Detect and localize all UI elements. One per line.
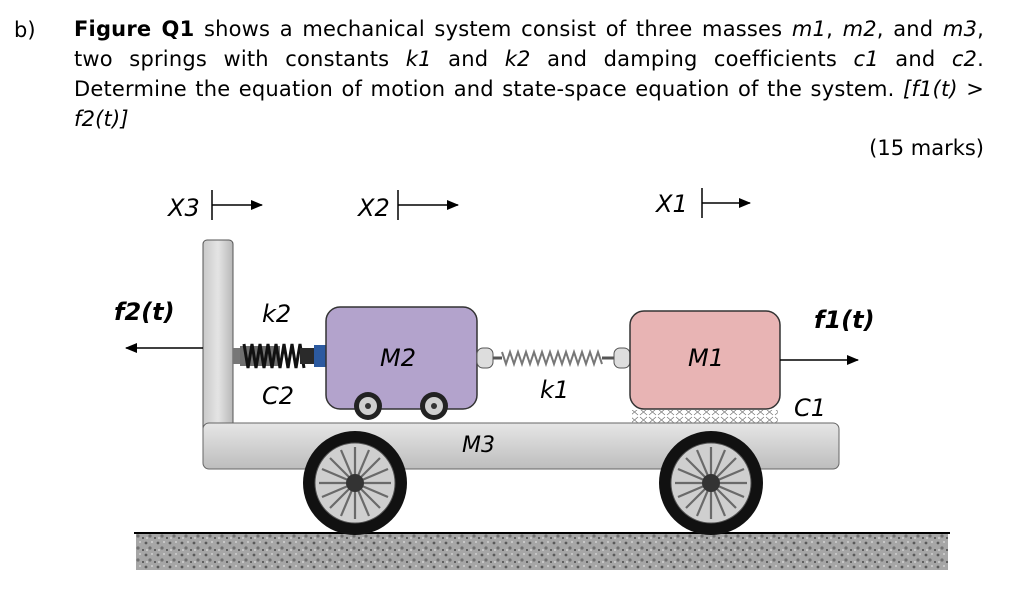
marks-label: (15 marks) <box>869 136 984 160</box>
ground <box>136 534 948 570</box>
x3-label: X3 <box>166 194 200 222</box>
c1-label: C1 <box>794 394 826 422</box>
question-text: Figure Q1 shows a mechanical system cons… <box>74 14 984 134</box>
cart-wall <box>202 239 234 439</box>
cart-wheel-left <box>303 431 407 535</box>
m2-label: M2 <box>380 344 416 372</box>
question-label: b) <box>14 18 36 42</box>
text-part: , and <box>876 17 943 41</box>
m2-wheel-left <box>354 392 382 420</box>
text-part: and <box>431 47 505 71</box>
f2-label: f2(t) <box>114 298 175 326</box>
symbol-k2: k2 <box>504 47 531 71</box>
spring-k1 <box>476 347 631 369</box>
friction-damper-c1 <box>632 410 778 423</box>
text-part: shows a mechanical system consist of thr… <box>194 17 792 41</box>
symbol-m2: m2 <box>842 17 877 41</box>
symbol-m1: m1 <box>791 17 827 41</box>
symbol-k1: k1 <box>405 47 432 71</box>
x2-label: X2 <box>356 194 390 222</box>
figure-ref: Figure Q1 <box>74 17 195 41</box>
m1-label: M1 <box>688 344 724 372</box>
text-part: and <box>878 47 952 71</box>
symbol-m3: m3 <box>942 17 978 41</box>
spring-damper-k2-c2 <box>233 343 326 369</box>
k1-label: k1 <box>540 376 569 404</box>
symbol-c2: c2 <box>951 47 978 71</box>
force-condition: [f1(t) > f2(t)] <box>74 77 985 131</box>
cart-wheel-right <box>659 431 763 535</box>
text-part: and damping coefficients <box>530 47 854 71</box>
text-part: , two springs with constants <box>74 17 985 71</box>
k2-label: k2 <box>262 300 291 328</box>
text-part: . Determine the equation of motion and s… <box>74 47 985 101</box>
x1-label: X1 <box>654 190 688 218</box>
f1-label: f1(t) <box>814 306 875 334</box>
symbol-c1: c1 <box>853 47 879 71</box>
c2-label: C2 <box>262 382 294 410</box>
text-part: , <box>826 17 843 41</box>
m2-wheel-right <box>420 392 448 420</box>
m3-label: M3 <box>462 433 495 458</box>
